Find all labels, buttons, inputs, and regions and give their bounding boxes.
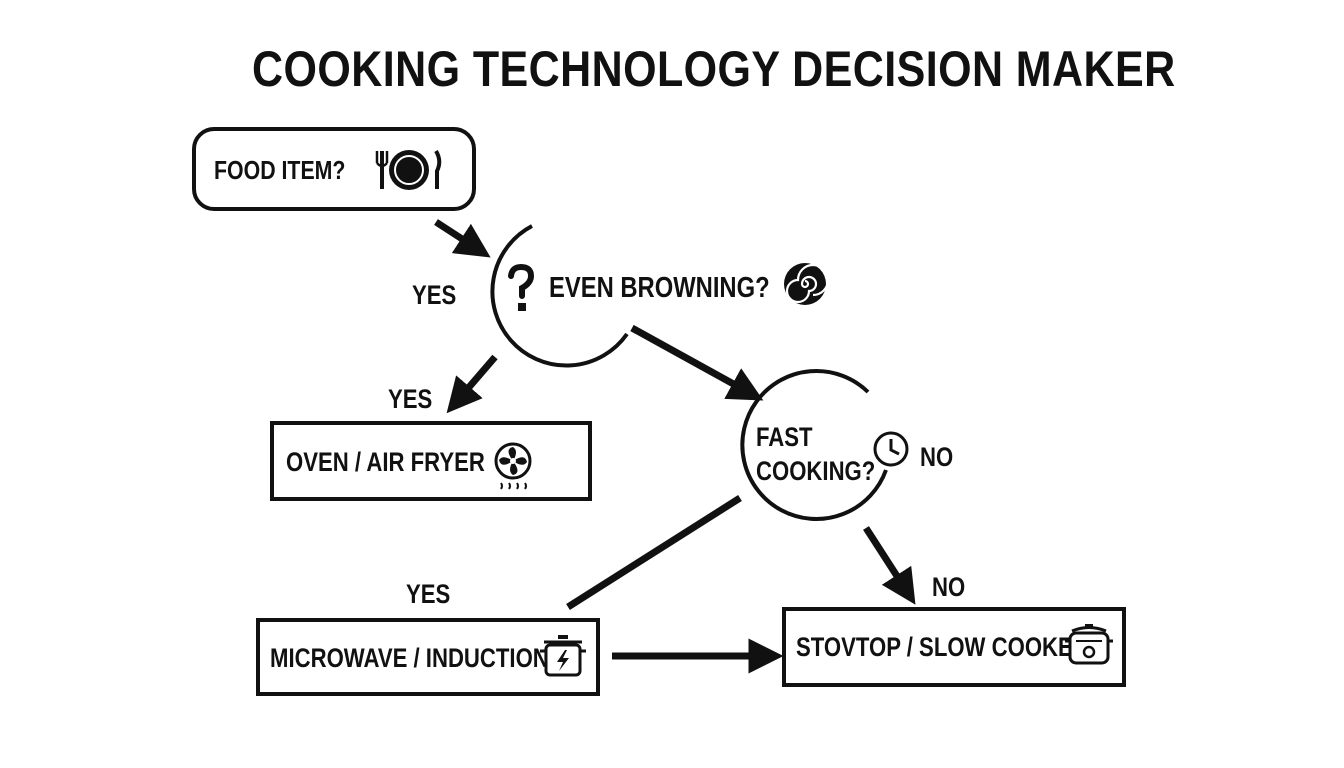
pot-lightning-icon [540,635,586,677]
arrow-food-to-browning [434,219,491,258]
edge-label-fast-to-microwave: YES [406,579,451,609]
fast-cooking-label-line2: COOKING? [756,456,876,486]
clock-icon [873,431,909,467]
plate-cutlery-icon [375,149,442,190]
oven-air-fryer-label: OVEN / AIR FRYER [286,447,485,477]
fast-cooking-node [740,369,888,521]
fast-cooking-label-line1: FAST [756,422,813,452]
food-item-label: FOOD ITEM? [214,155,346,185]
diagram-title: COOKING TECHNOLOGY DECISION MAKER [252,41,1176,97]
spiral-icon [784,263,830,305]
even-browning-label: EVEN BROWNING? [549,272,770,304]
arrow-fast-to-stovetop [863,526,916,605]
edge-label-fast-to-stovetop: NO [932,572,966,602]
question-mark-icon [508,264,535,311]
line-fast-to-microwave [566,495,742,610]
microwave-induction-node [256,618,600,696]
arrow-browning-to-fast [630,324,764,401]
slow-cooker-icon [1065,624,1113,665]
edge-label-browning-to-oven: YES [388,384,433,414]
stovetop-slow-cooker-label: STOVTOP / SLOW COOKER [796,632,1089,662]
microwave-induction-label: MICROWAVE / INDUCTION [270,643,549,673]
arrow-browning-to-oven [446,354,498,414]
edge-label-fast-no-side: NO [920,442,954,472]
even-browning-node [490,224,629,368]
oven-air-fryer-node [270,421,592,501]
fan-icon [494,442,532,490]
edge-label-food-to-browning: YES [412,280,457,310]
